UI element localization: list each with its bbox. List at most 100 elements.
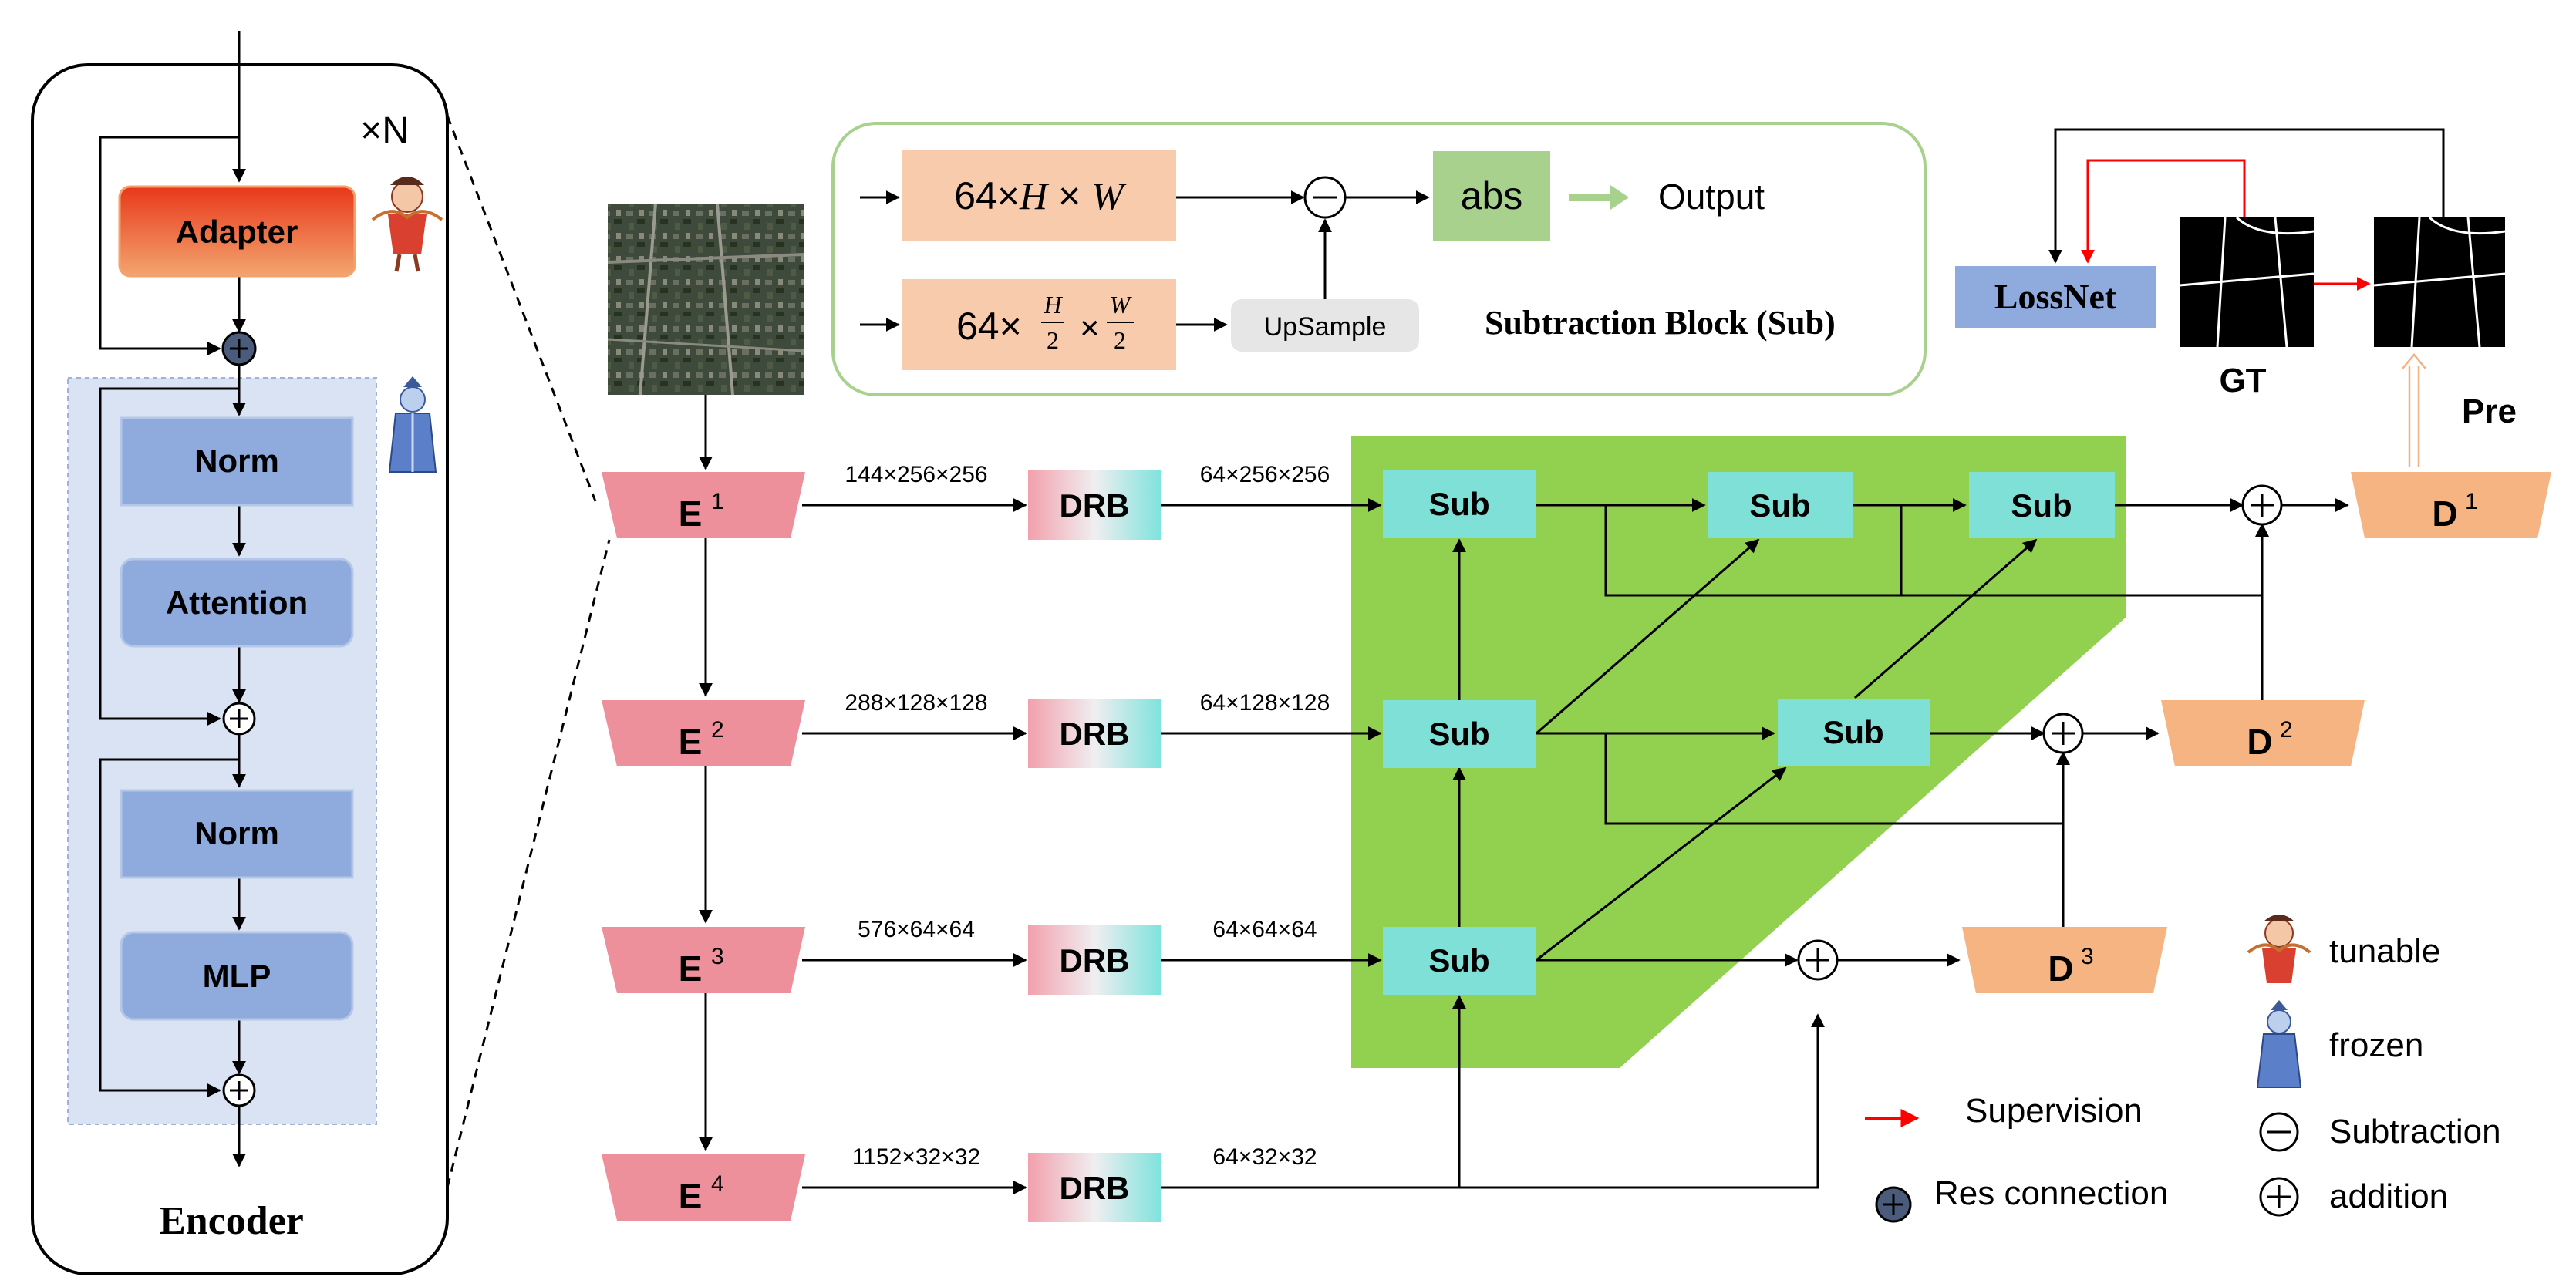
svg-text:64×: 64×: [956, 305, 1022, 348]
svg-text:DRB: DRB: [1060, 942, 1130, 979]
subtraction-block-panel: 64×H × W 64× H 2 × W 2 UpSample abs Outp…: [831, 122, 1927, 396]
drb-dim-1: 64×256×256: [1200, 462, 1330, 487]
gt-image: [2179, 216, 2315, 348]
encoder-dim-3: 576×64×64: [858, 917, 975, 942]
svg-text:Sub: Sub: [1822, 714, 1883, 750]
addition-node-enc-2: [222, 1073, 256, 1107]
svg-text:4: 4: [711, 1171, 724, 1197]
norm-block-2: [120, 789, 354, 879]
sub-block-r2c2: Sub: [1778, 699, 1930, 766]
svg-text:2: 2: [1114, 326, 1126, 354]
addition-node-enc-1: [222, 702, 256, 736]
frozen-icon: [388, 376, 437, 473]
prediction-image: [2373, 216, 2506, 348]
upsample-block: [1231, 299, 1419, 352]
svg-text:D: D: [2048, 948, 2073, 989]
sub-block-r3c1: Sub: [1383, 927, 1536, 995]
encoder-dim-2: 288×128×128: [845, 690, 987, 716]
legend-tunable-icon: [2247, 915, 2311, 983]
svg-text:64×H × W: 64×H × W: [954, 174, 1127, 217]
legend-frozen: frozen: [2329, 1026, 2423, 1064]
drb-block-2: DRB: [1028, 699, 1161, 768]
encoder-stage-3: E 3: [602, 927, 805, 993]
legend-addition-icon: [2259, 1177, 2299, 1217]
sub-input-2: [902, 279, 1176, 370]
svg-text:Sub: Sub: [2011, 487, 2072, 524]
svg-text:1: 1: [2465, 489, 2478, 514]
decoder-stage-3: D 3: [1962, 927, 2167, 993]
output-label: Output: [1658, 177, 1765, 217]
attention-label: Attention: [166, 585, 308, 621]
legend-res-connection-icon: [1875, 1186, 1912, 1223]
adapter-label: Adapter: [176, 214, 298, 250]
svg-text:Sub: Sub: [1428, 942, 1489, 979]
legend: tunable frozen Supervision Subtraction R…: [1865, 915, 2501, 1223]
sub-aggregation-region: [1351, 436, 2126, 1068]
tunable-icon: [371, 177, 443, 272]
svg-text:3: 3: [2081, 944, 2094, 969]
zoom-line-bottom: [446, 539, 611, 1188]
svg-text:Sub: Sub: [1428, 716, 1489, 752]
svg-text:W: W: [1110, 291, 1133, 318]
drb-block-3: DRB: [1028, 925, 1161, 995]
norm-label-1: Norm: [194, 443, 279, 479]
drb-dim-4: 64×32×32: [1212, 1144, 1317, 1170]
svg-text:2: 2: [1047, 326, 1059, 354]
attention-block: [120, 558, 354, 648]
lossnet-block: [1955, 266, 2156, 328]
encoder-title: Encoder: [159, 1199, 304, 1243]
svg-text:DRB: DRB: [1060, 1170, 1130, 1206]
encoder-panel: Adapter ×N Norm Attention Norm MLP: [31, 31, 449, 1275]
svg-text:H: H: [1043, 291, 1063, 318]
encoder-dim-4: 1152×32×32: [852, 1144, 980, 1170]
gt-label: GT: [2219, 362, 2266, 399]
decoder-stage-2: D 2: [2161, 700, 2365, 766]
sub-block-r1c3: Sub: [1969, 472, 2115, 538]
abs-label: abs: [1461, 174, 1523, 217]
repeat-label: ×N: [360, 110, 409, 151]
sub-block-r2c1: Sub: [1383, 700, 1536, 768]
svg-text:E: E: [679, 1176, 703, 1216]
svg-text:2: 2: [2280, 717, 2293, 743]
svg-text:DRB: DRB: [1060, 716, 1130, 752]
svg-text:D: D: [2247, 722, 2272, 762]
svg-text:Sub: Sub: [1749, 487, 1810, 524]
subtraction-block-title: Subtraction Block (Sub): [1485, 304, 1836, 342]
svg-text:3: 3: [711, 944, 724, 969]
sub-input-1: [902, 150, 1176, 241]
sub-block-r1c2: Sub: [1708, 472, 1853, 538]
svg-text:DRB: DRB: [1060, 487, 1130, 524]
sub-block-r1c1: Sub: [1383, 470, 1536, 538]
svg-text:E: E: [679, 948, 703, 989]
svg-text:D: D: [2432, 494, 2457, 534]
legend-res-connection: Res connection: [1934, 1174, 2168, 1212]
encoder-stage-2: E 2: [602, 700, 805, 766]
legend-addition: addition: [2329, 1178, 2448, 1215]
encoder-stage-1: E 1: [602, 472, 805, 538]
encoder-stage-4: E 4: [602, 1154, 805, 1221]
svg-text:E: E: [679, 722, 703, 762]
legend-subtraction: Subtraction: [2329, 1113, 2501, 1151]
drb-dim-2: 64×128×128: [1200, 690, 1330, 716]
svg-text:×: ×: [1080, 309, 1100, 347]
legend-tunable: tunable: [2329, 932, 2440, 970]
legend-subtraction-icon: [2259, 1112, 2299, 1152]
drb-block-4: DRB: [1028, 1153, 1161, 1222]
mlp-label: MLP: [203, 958, 271, 994]
drb-dim-3: 64×64×64: [1212, 917, 1317, 942]
res-connection-node: [221, 331, 257, 366]
abs-block: [1433, 151, 1550, 241]
svg-text:E: E: [679, 494, 703, 534]
svg-text:Sub: Sub: [1428, 486, 1489, 522]
mlp-block: [120, 931, 354, 1021]
upsample-label: UpSample: [1264, 312, 1387, 342]
encoder-dim-1: 144×256×256: [845, 462, 987, 487]
svg-text:1: 1: [711, 489, 724, 514]
adapter-block: [118, 185, 356, 278]
norm-block-1: [120, 416, 354, 507]
legend-frozen-icon: [2256, 1000, 2302, 1088]
addition-node-d2: [2042, 713, 2084, 754]
addition-node-d3: [1797, 939, 1839, 981]
legend-supervision: Supervision: [1965, 1092, 2143, 1130]
